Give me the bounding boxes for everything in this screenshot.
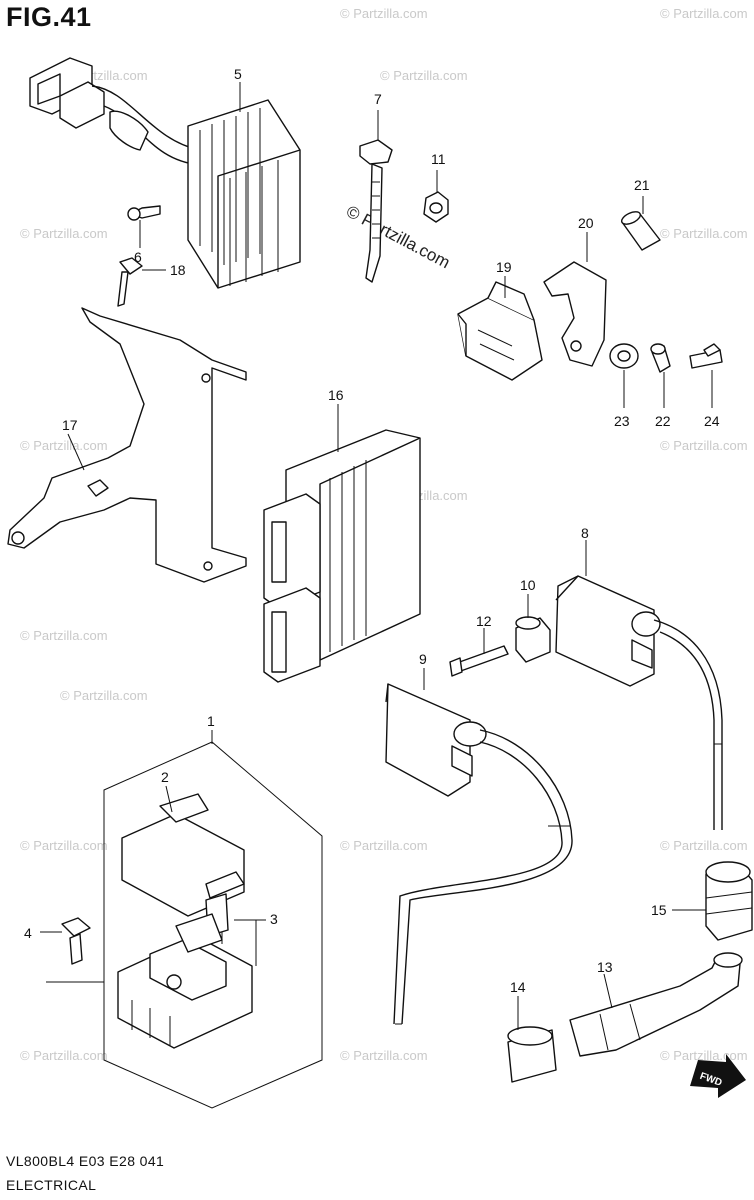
part-24-bolt[interactable] bbox=[689, 343, 723, 369]
watermark: © Partzilla.com bbox=[20, 628, 108, 643]
callout-18: 18 bbox=[170, 262, 186, 278]
part-4-screw[interactable] bbox=[61, 917, 91, 965]
watermark: © Partzilla.com bbox=[660, 1048, 748, 1063]
callout-10: 10 bbox=[520, 577, 536, 593]
callout-23: 23 bbox=[614, 413, 630, 429]
part-16-ecm[interactable] bbox=[263, 429, 421, 683]
part-15-boot[interactable] bbox=[705, 861, 753, 941]
watermark: © Partzilla.com bbox=[20, 838, 108, 853]
watermark: © Partzilla.com bbox=[340, 838, 428, 853]
callout-20: 20 bbox=[578, 215, 594, 231]
callout-labels: 5 7 11 21 20 19 6 18 23 22 24 17 16 8 10… bbox=[24, 66, 720, 995]
part-22-collar[interactable] bbox=[650, 343, 671, 373]
callout-1: 1 bbox=[207, 713, 215, 729]
part-6-screw[interactable] bbox=[127, 205, 161, 221]
figure-title: FIG.41 bbox=[6, 2, 92, 32]
part-7-cable-tie[interactable] bbox=[359, 139, 393, 283]
part-12-bolt[interactable] bbox=[449, 645, 509, 677]
watermark: © Partzilla.com bbox=[20, 1048, 108, 1063]
callout-8: 8 bbox=[581, 525, 589, 541]
callout-19: 19 bbox=[496, 259, 512, 275]
watermark: © Partzilla.com bbox=[60, 688, 148, 703]
callout-6: 6 bbox=[134, 249, 142, 265]
callout-2: 2 bbox=[161, 769, 169, 785]
part-21-collar[interactable] bbox=[620, 209, 661, 251]
callout-9: 9 bbox=[419, 651, 427, 667]
callout-15: 15 bbox=[651, 902, 667, 918]
model-code: VL800BL4 E03 E28 041 bbox=[6, 1153, 165, 1169]
watermark: © Partzilla.com bbox=[340, 6, 428, 21]
watermark: © Partzilla.com bbox=[380, 68, 468, 83]
section-name: ELECTRICAL bbox=[6, 1177, 97, 1193]
part-5-regulator[interactable] bbox=[29, 57, 301, 289]
watermark: © Partzilla.com bbox=[660, 838, 748, 853]
callout-14: 14 bbox=[510, 979, 526, 995]
part-23-grommet[interactable] bbox=[609, 343, 639, 369]
watermark: © Partzilla.com bbox=[20, 226, 108, 241]
part-10-spacer[interactable] bbox=[515, 616, 551, 663]
callout-4: 4 bbox=[24, 925, 32, 941]
part-11-clip[interactable] bbox=[423, 191, 449, 223]
part-13-spark-plug-cap[interactable] bbox=[569, 952, 743, 1057]
part-8-ignition-coil[interactable] bbox=[555, 575, 723, 830]
callout-16: 16 bbox=[328, 387, 344, 403]
callout-21: 21 bbox=[634, 177, 650, 193]
callout-22: 22 bbox=[655, 413, 671, 429]
part-18-screw[interactable] bbox=[117, 257, 143, 307]
part-20-bracket[interactable] bbox=[543, 261, 607, 367]
watermark: © Partzilla.com bbox=[20, 438, 108, 453]
part-2-fuse-box-cover[interactable] bbox=[121, 793, 245, 917]
callout-3: 3 bbox=[270, 911, 278, 927]
callout-12: 12 bbox=[476, 613, 492, 629]
part-9-ignition-coil[interactable] bbox=[385, 683, 573, 1025]
part-19-relay[interactable] bbox=[457, 281, 543, 381]
callout-17: 17 bbox=[62, 417, 78, 433]
watermark-pattern: © Partzilla.com © Partzilla.com © Partzi… bbox=[20, 6, 748, 1063]
callout-5: 5 bbox=[234, 66, 242, 82]
callout-7: 7 bbox=[374, 91, 382, 107]
watermark: © Partzilla.com bbox=[660, 226, 748, 241]
watermark: © Partzilla.com bbox=[660, 438, 748, 453]
watermark: © Partzilla.com bbox=[340, 1048, 428, 1063]
part-17-bracket[interactable] bbox=[7, 307, 247, 583]
part-14-seal[interactable] bbox=[507, 1026, 557, 1083]
part-1-fuse-box-base[interactable] bbox=[117, 913, 253, 1049]
fwd-arrow-icon: FWD bbox=[690, 1054, 746, 1098]
callout-13: 13 bbox=[597, 959, 613, 975]
callout-11: 11 bbox=[431, 151, 446, 167]
watermark: © Partzilla.com bbox=[660, 6, 748, 21]
callout-24: 24 bbox=[704, 413, 720, 429]
